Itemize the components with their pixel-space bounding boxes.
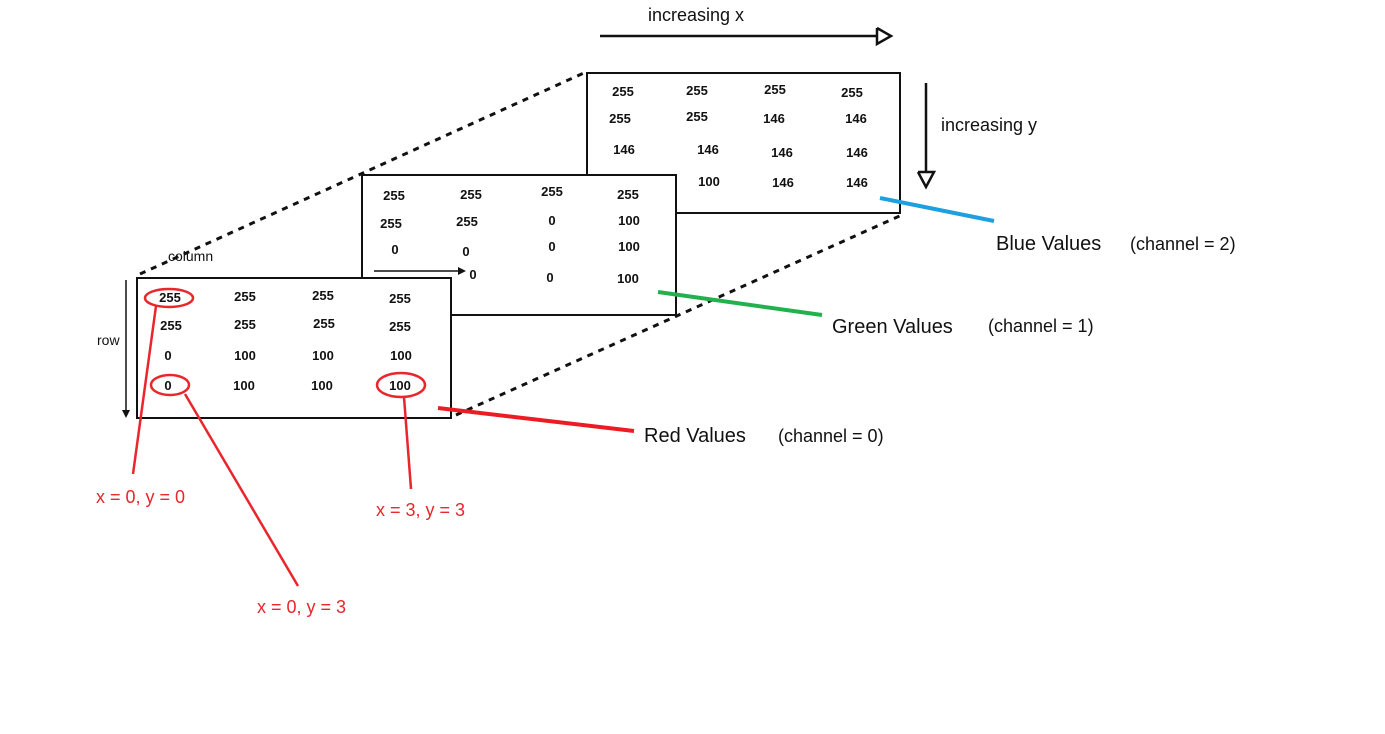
row-arrow	[122, 280, 130, 418]
blue-cell-r1c3: 146	[845, 111, 867, 126]
highlight-x0-y3	[149, 373, 191, 397]
blue-cell-r1c1: 255	[686, 109, 708, 124]
red-leader-line	[437, 406, 635, 433]
red-cell-r1c2: 255	[313, 316, 335, 331]
green-cell-r2c2: 0	[548, 239, 555, 254]
blue-cell-r0c2: 255	[764, 82, 786, 97]
red-cell-r3c0: 0	[164, 378, 171, 393]
annotation-x3-y3: x = 3, y = 3	[376, 500, 465, 520]
blue-cell-r2c0: 146	[613, 142, 635, 157]
annotation-x0-y3: x = 0, y = 3	[257, 597, 346, 617]
green-values-label: Green Values	[832, 316, 953, 338]
red-cell-r0c2: 255	[312, 288, 334, 303]
red-matrix: 255 255 255 255 255 255 255 255 0 100 10…	[136, 277, 452, 419]
red-cell-r2c0: 0	[164, 348, 171, 363]
blue-cell-r1c0: 255	[609, 111, 631, 126]
red-cell-r2c1: 100	[234, 348, 256, 363]
green-cell-r1c0: 255	[380, 216, 402, 231]
blue-cell-r0c1: 255	[686, 83, 708, 98]
red-cell-r3c3: 100	[389, 378, 411, 393]
blue-values-label: Blue Values	[996, 233, 1101, 255]
perspective-lines	[139, 70, 905, 417]
blue-cell-r3c1: 100	[698, 174, 720, 189]
green-cell-r2c1: 0	[462, 244, 469, 259]
blue-cell-r2c3: 146	[846, 145, 868, 160]
annotation-marks	[131, 287, 427, 587]
green-cell-r1c1: 255	[456, 214, 478, 229]
blue-channel-label: (channel = 2)	[1130, 234, 1236, 254]
green-cell-r1c2: 0	[548, 213, 555, 228]
red-cell-r2c3: 100	[390, 348, 412, 363]
green-cell-r2c3: 100	[618, 239, 640, 254]
increasing-y-label: increasing y	[941, 115, 1037, 135]
increasing-x-arrow	[600, 26, 894, 47]
red-cell-r3c2: 100	[311, 378, 333, 393]
green-cell-r0c3: 255	[617, 187, 639, 202]
red-cell-r1c0: 255	[160, 318, 182, 333]
red-cell-r1c1: 255	[234, 317, 256, 332]
green-cell-r1c3: 100	[618, 213, 640, 228]
red-channel-label: (channel = 0)	[778, 426, 884, 446]
green-cell-r3c3: 100	[617, 271, 639, 286]
green-cell-r2c0: 0	[391, 242, 398, 257]
green-channel-label: (channel = 1)	[988, 316, 1094, 336]
increasing-x-label: increasing x	[648, 5, 744, 25]
red-values-label: Red Values	[644, 425, 746, 447]
green-cell-r0c2: 255	[541, 184, 563, 199]
row-label: row	[97, 332, 120, 348]
red-cell-r0c3: 255	[389, 291, 411, 306]
blue-cell-r2c1: 146	[697, 142, 719, 157]
highlight-x3-y3	[375, 371, 427, 399]
green-cell-r3c1: 0	[469, 267, 476, 282]
column-label: column	[168, 248, 213, 264]
blue-leader-line	[879, 196, 995, 223]
red-cell-r0c0: 255	[159, 290, 181, 305]
blue-cell-r1c2: 146	[763, 111, 785, 126]
red-cell-r1c3: 255	[389, 319, 411, 334]
blue-cell-r0c0: 255	[612, 84, 634, 99]
green-cell-r0c1: 255	[460, 187, 482, 202]
green-cell-r0c0: 255	[383, 188, 405, 203]
blue-cell-r3c2: 146	[772, 175, 794, 190]
annotation-x0-y0: x = 0, y = 0	[96, 487, 185, 507]
highlight-x0-y0	[143, 287, 195, 309]
blue-cell-r3c3: 146	[846, 175, 868, 190]
green-cell-r3c2: 0	[546, 270, 553, 285]
blue-cell-r2c2: 146	[771, 145, 793, 160]
red-cell-r2c2: 100	[312, 348, 334, 363]
red-cell-r3c1: 100	[233, 378, 255, 393]
blue-cell-r0c3: 255	[841, 85, 863, 100]
red-cell-r0c1: 255	[234, 289, 256, 304]
green-leader-line	[657, 290, 823, 317]
column-arrow	[374, 267, 466, 275]
increasing-y-arrow	[916, 83, 937, 190]
